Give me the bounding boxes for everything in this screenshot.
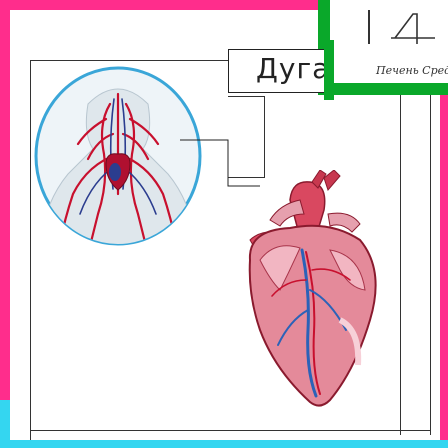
handwritten-note: Печень Средин [376,64,448,77]
worksheet-rule-right-outer [430,95,431,435]
worksheet-rule-right-inner [400,95,401,435]
handwritten-glyph [365,8,445,48]
title-fragment: Дуга [256,52,330,85]
heart-illustration [220,170,390,420]
cyan-edge-bottom [0,440,448,448]
worksheet-rule-bottom [30,430,430,431]
green-overlap [324,40,334,100]
